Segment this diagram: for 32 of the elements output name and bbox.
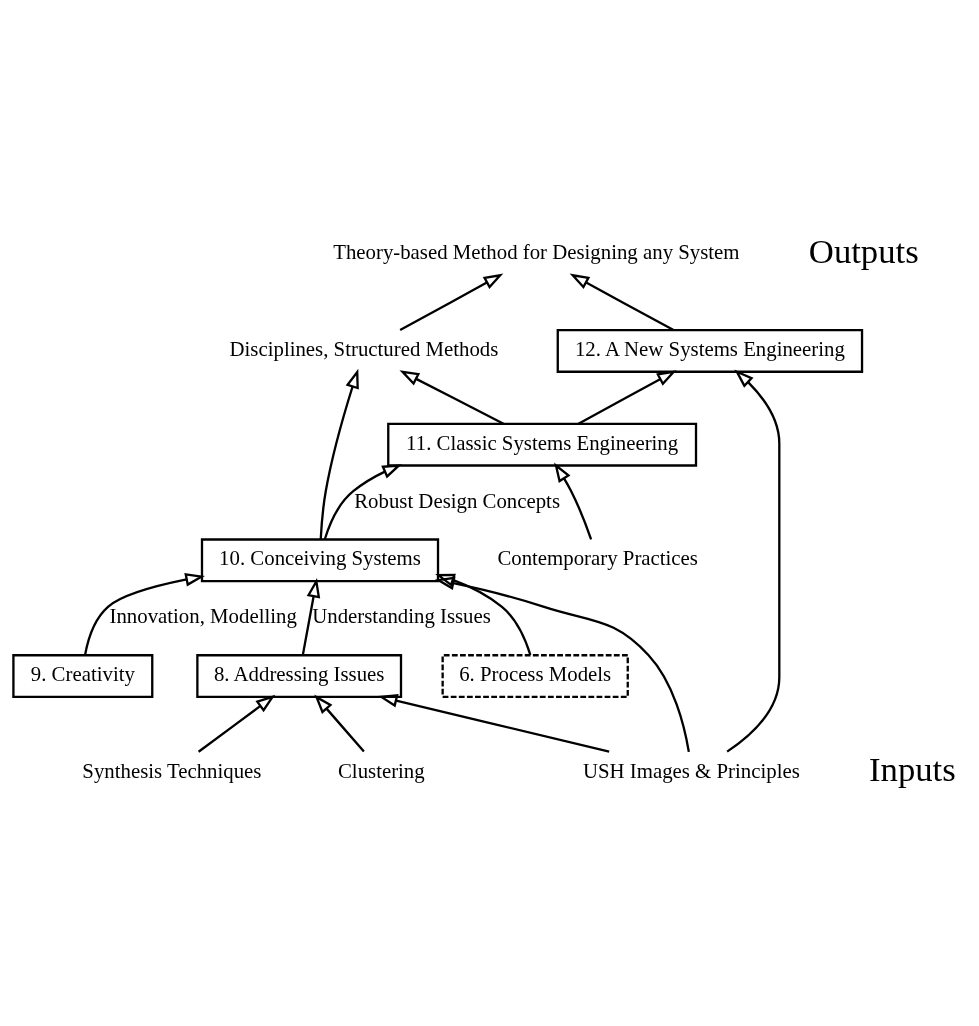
arrow [377,693,610,753]
arrow [323,463,403,540]
node-text: USH Images & Principles [583,758,800,783]
label: Inputs [869,749,956,789]
arrow [399,273,504,331]
arrow [83,572,205,655]
arrow [726,368,781,753]
arrow [434,576,690,752]
node-text: Theory-based Method for Designing any System [333,239,740,264]
arrow [399,369,504,425]
arrow [554,462,593,540]
arrow [435,573,532,655]
arrow [301,577,321,655]
node-text: Synthesis Techniques [82,758,262,783]
node-box: 10. Conceiving Systems [200,537,440,582]
node-box: 9. Creativity [12,653,154,698]
arrow [578,369,677,425]
node-box: 8. Addressing Issues [196,653,403,698]
node-text: Disciplines, Structured Methods [229,336,499,361]
node-box: 6. Process Models [441,653,629,698]
node-box: 11. Classic Systems Engineering [387,422,698,467]
edge-label: Robust Design Concepts [354,488,561,513]
arrow [319,368,359,539]
arrow [314,694,365,752]
edge-label: Understanding Issues [312,603,491,628]
node-text: Clustering [337,758,425,783]
node-box: 12. A New Systems Engineering [556,328,864,373]
label: Outputs [808,231,919,271]
arrow [197,694,276,753]
edge-label: Innovation, Modelling [109,603,297,628]
arrow [569,273,675,331]
node-text: Contemporary Practices [497,545,698,570]
